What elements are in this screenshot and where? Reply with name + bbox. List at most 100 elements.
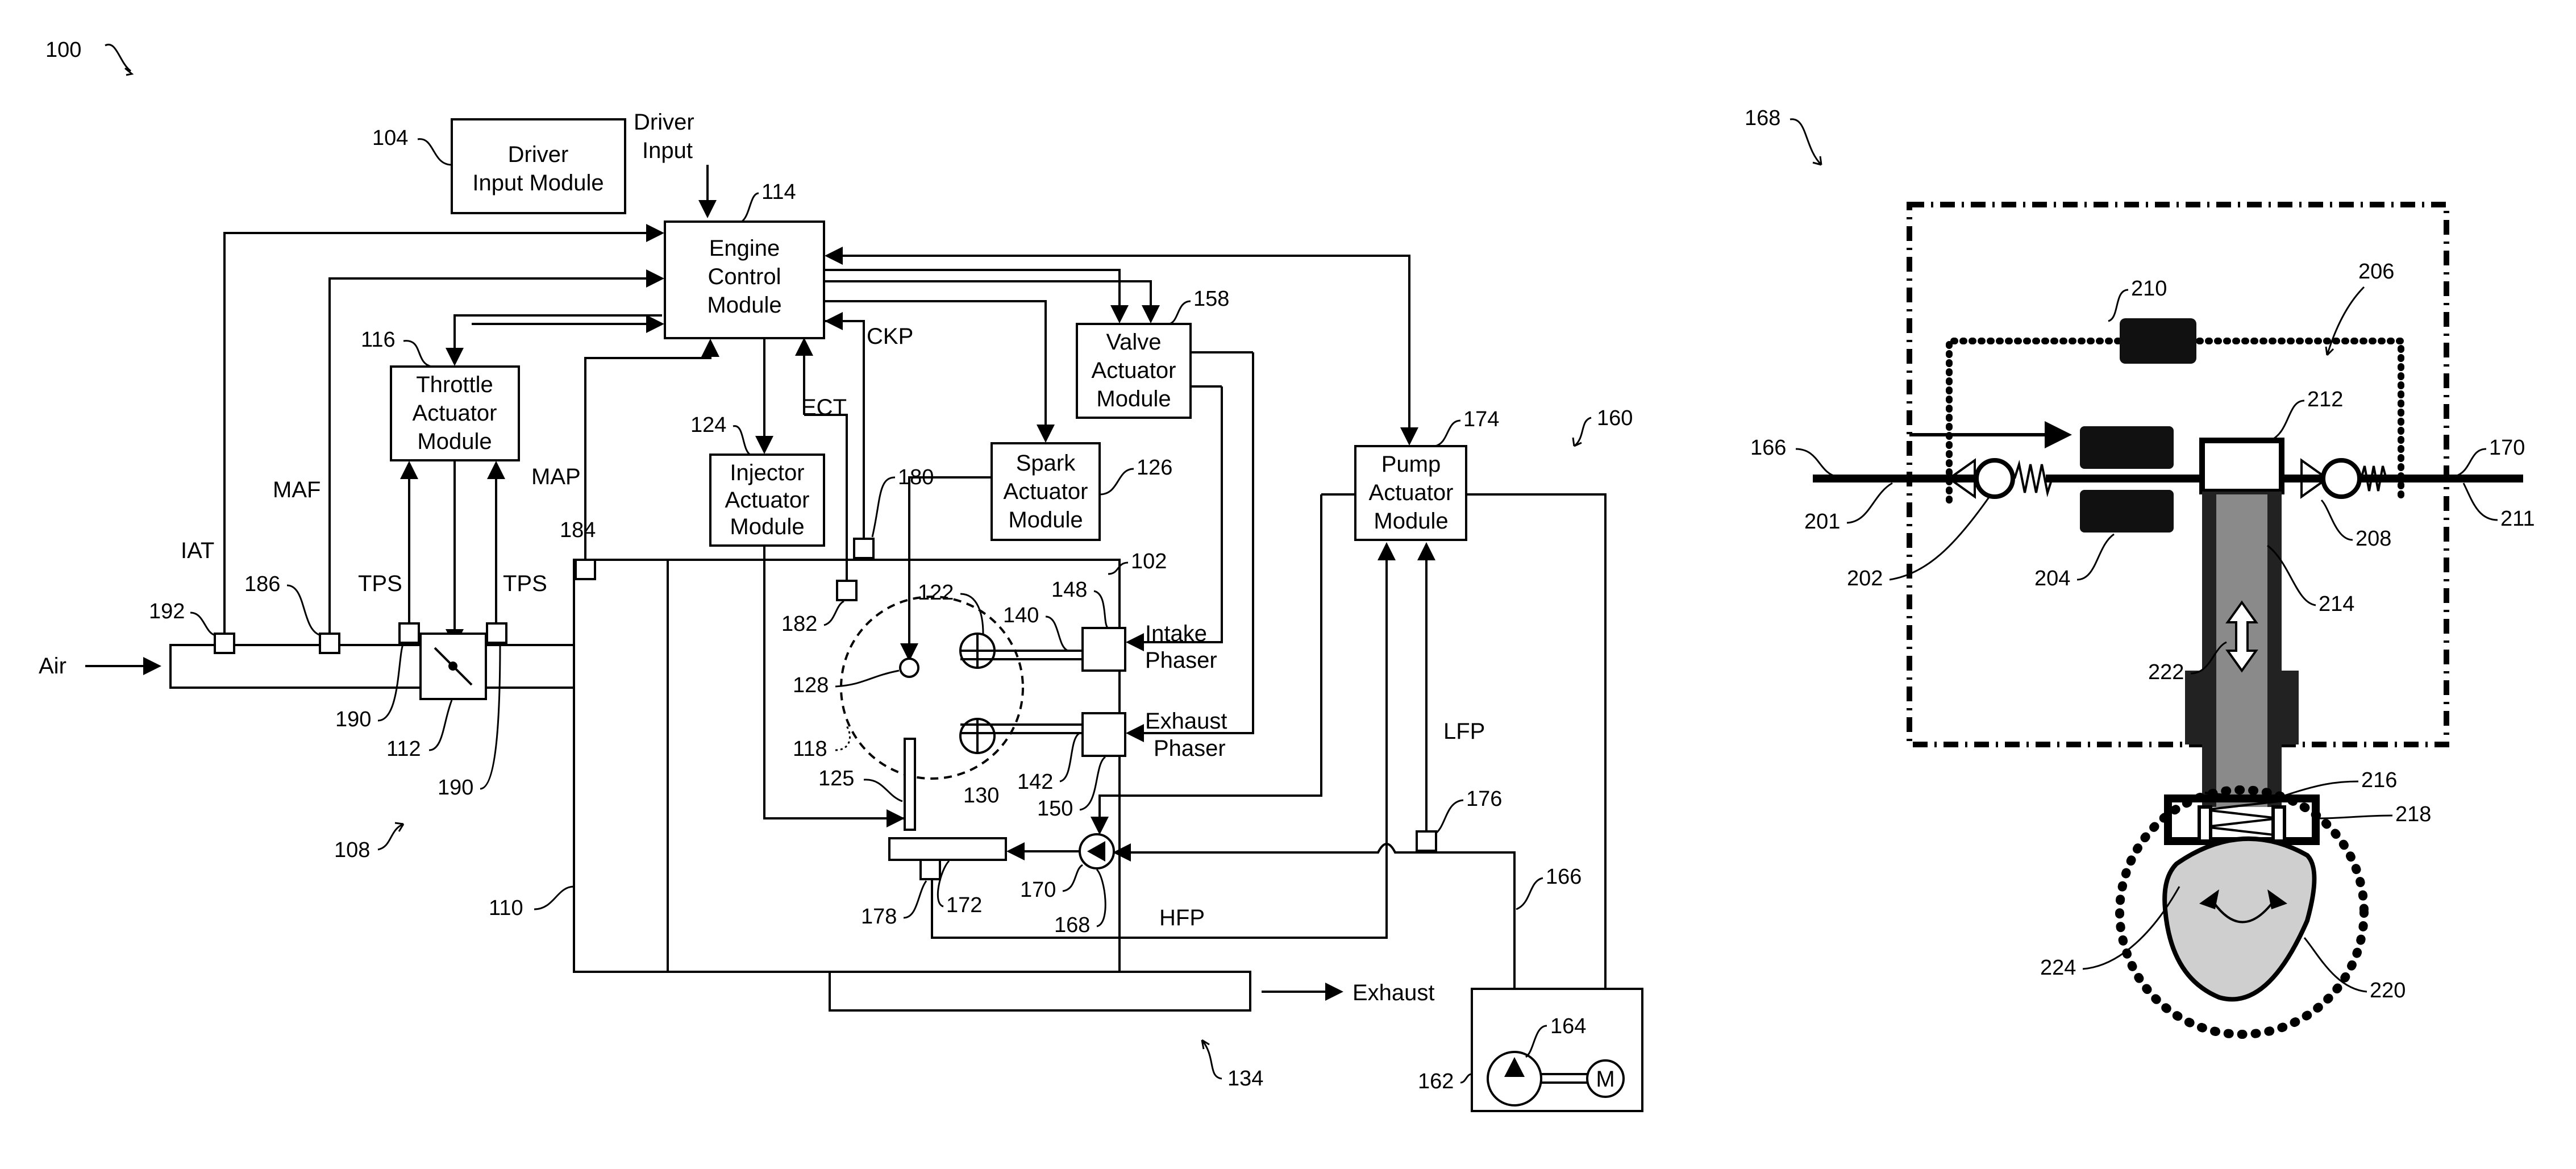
svg-text:Actuator: Actuator	[413, 401, 497, 426]
ref-102: 102	[1131, 550, 1167, 573]
svg-text:164: 164	[1550, 1014, 1586, 1038]
svg-text:220: 220	[2370, 979, 2406, 1002]
ref-114: 114	[761, 180, 796, 204]
throttle-control-line	[455, 315, 662, 364]
fuel-rail	[889, 838, 1006, 860]
exhaust-label: Exhaust	[1352, 980, 1435, 1005]
ect-sensor	[837, 581, 856, 600]
ref-104: 104	[372, 126, 408, 150]
injector-actuator-module: Injector Actuator Module	[710, 455, 824, 546]
exhaust-phaser-label-line1: Exhaust	[1145, 709, 1227, 734]
air-label: Air	[39, 654, 66, 679]
engine-control-module: Engine Control Module	[665, 222, 824, 338]
driver-input-label-line2: Input	[642, 138, 693, 163]
svg-text:170: 170	[1020, 878, 1056, 902]
svg-text:122: 122	[918, 581, 954, 605]
svg-text:214: 214	[2319, 592, 2354, 616]
iat-label: IAT	[181, 538, 214, 563]
svg-text:Driver: Driver	[508, 142, 569, 167]
ref-126: 126	[1137, 456, 1172, 480]
svg-text:210: 210	[2131, 277, 2167, 301]
maf-sensor	[320, 634, 339, 653]
svg-text:Module: Module	[1008, 507, 1083, 533]
svg-text:184: 184	[560, 518, 596, 542]
spark-actuator-module: Spark Actuator Module	[992, 443, 1100, 540]
svg-text:Throttle: Throttle	[416, 372, 493, 397]
svg-text:Valve: Valve	[1106, 330, 1161, 355]
svg-text:Actuator: Actuator	[1369, 480, 1454, 505]
ref-158: 158	[1193, 287, 1229, 311]
svg-text:206: 206	[2358, 260, 2394, 284]
svg-text:224: 224	[2040, 956, 2076, 980]
map-line	[585, 341, 710, 560]
svg-text:201: 201	[1804, 510, 1840, 534]
svg-text:192: 192	[149, 600, 185, 623]
svg-text:162: 162	[1418, 1070, 1454, 1093]
svg-text:190: 190	[438, 776, 473, 800]
hfp-label: HFP	[1159, 905, 1205, 930]
figure-ref-100: 100	[45, 38, 81, 62]
map-sensor	[576, 560, 595, 579]
tps-sensor-left	[399, 623, 419, 643]
svg-text:190: 190	[335, 708, 371, 731]
solenoid-upper	[2080, 426, 2174, 469]
svg-text:172: 172	[946, 893, 982, 917]
ref-160: 160	[1597, 406, 1633, 430]
tps-right-label: TPS	[503, 571, 547, 596]
svg-text:178: 178	[861, 905, 897, 929]
exhaust-phaser	[1083, 713, 1125, 756]
svg-text:Module: Module	[730, 514, 804, 539]
svg-text:Control: Control	[708, 264, 781, 289]
svg-text:118: 118	[793, 737, 827, 761]
engine-system-diagram: 100 Driver Input Module 104 Driver Input…	[39, 38, 1642, 1111]
pump-detail-diagram: 168 210 206 166 170 201 202 204	[1745, 106, 2535, 1034]
svg-text:216: 216	[2361, 768, 2397, 792]
svg-text:Module: Module	[707, 293, 781, 318]
svg-text:212: 212	[2307, 388, 2343, 411]
svg-text:128: 128	[793, 673, 829, 697]
ckp-line	[824, 321, 864, 548]
ref-110: 110	[489, 896, 523, 920]
relief-valve	[2120, 318, 2196, 364]
valve-actuator-module: Valve Actuator Module	[1077, 324, 1191, 418]
svg-text:112: 112	[386, 737, 421, 761]
ckp-sensor	[854, 539, 873, 558]
cylinder	[841, 597, 1023, 779]
intake-phaser	[1083, 628, 1125, 671]
svg-text:Actuator: Actuator	[1004, 479, 1088, 504]
outlet-check-valve	[2323, 460, 2359, 497]
svg-text:168: 168	[1054, 913, 1090, 937]
pump-actuator-module: Pump Actuator Module	[1355, 446, 1466, 540]
svg-text:204: 204	[2034, 567, 2070, 590]
svg-text:130: 130	[963, 784, 999, 808]
tps-sensor-right	[487, 623, 506, 643]
intake-phaser-line	[1128, 386, 1222, 642]
svg-text:Pump: Pump	[1381, 452, 1441, 477]
svg-text:Actuator: Actuator	[725, 488, 810, 513]
svg-text:140: 140	[1003, 604, 1039, 627]
svg-text:182: 182	[781, 612, 817, 636]
spark-line	[909, 477, 992, 659]
cam-lobe	[2165, 839, 2314, 1000]
ref-108: 108	[334, 838, 370, 862]
svg-text:186: 186	[244, 572, 280, 596]
ect-label: ECT	[801, 395, 847, 420]
lfp-label: LFP	[1443, 719, 1485, 744]
svg-text:166: 166	[1546, 865, 1582, 889]
svg-text:Module: Module	[417, 429, 492, 454]
svg-text:211: 211	[2500, 507, 2535, 531]
lfp-sensor	[1417, 831, 1436, 851]
svg-text:150: 150	[1037, 797, 1073, 821]
figure-ref-100-squiggle	[105, 44, 132, 75]
svg-text:125: 125	[818, 767, 854, 791]
svg-text:Module: Module	[1096, 386, 1171, 411]
svg-text:Engine: Engine	[709, 236, 780, 261]
ckp-label: CKP	[867, 324, 913, 349]
inlet-check-valve	[1976, 460, 2013, 497]
pumping-chamber	[2202, 440, 2282, 492]
svg-text:Input Module: Input Module	[472, 170, 604, 195]
fuel-pressure-sensor	[921, 860, 940, 879]
exhaust-manifold	[830, 972, 1250, 1010]
motor-label: M	[1596, 1067, 1614, 1092]
